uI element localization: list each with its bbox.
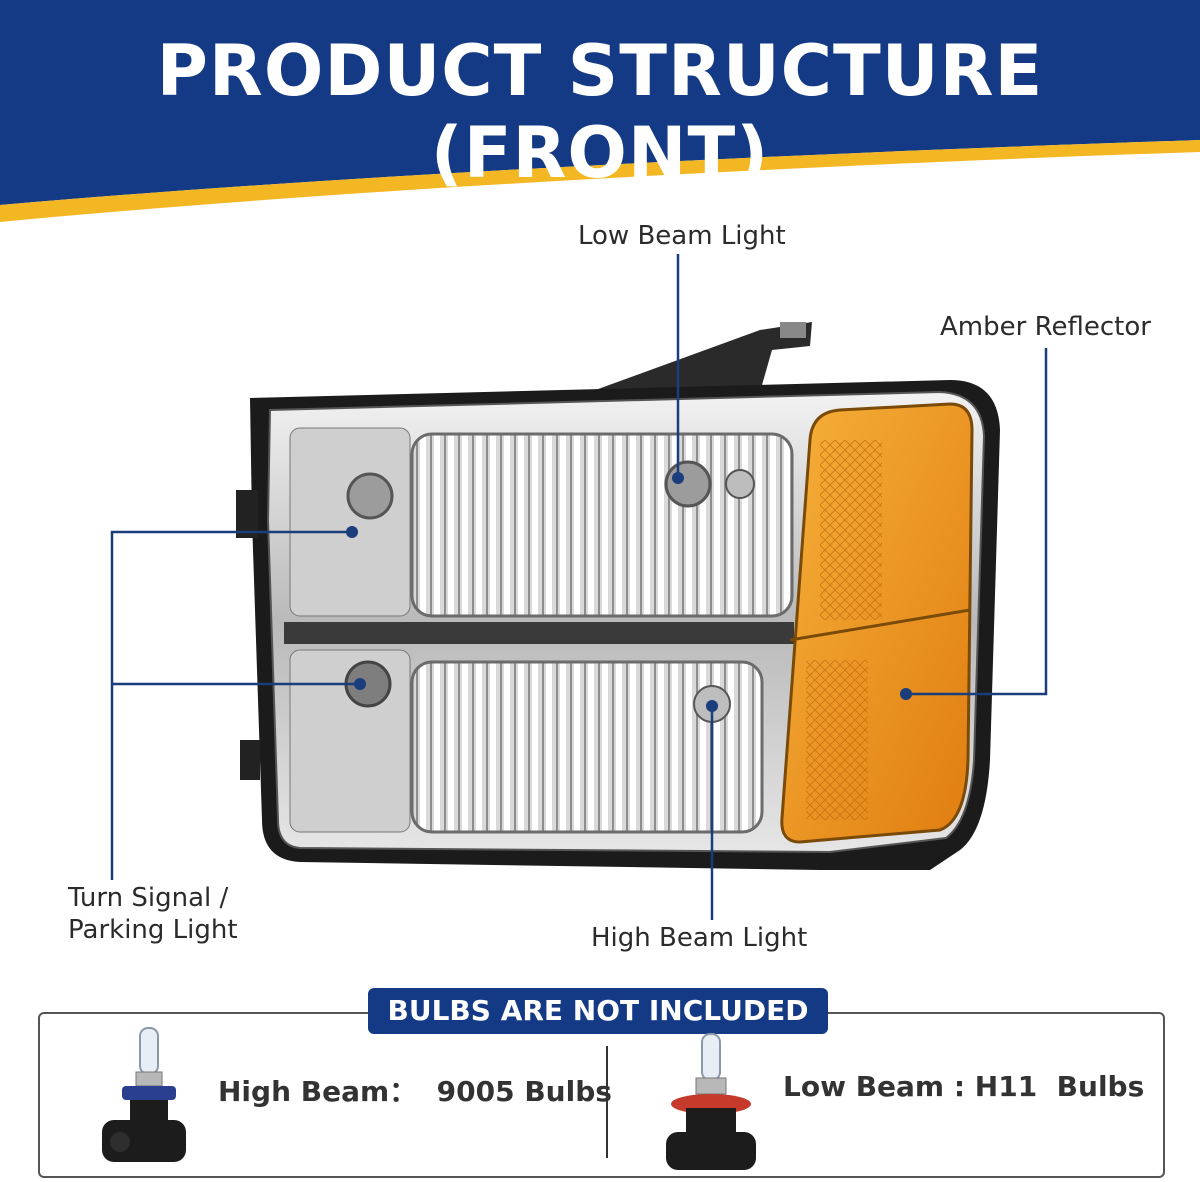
bulbs-info-box <box>38 1012 1165 1178</box>
high-beam-bulb-text: High Beam： 9005 Bulbs <box>218 1075 612 1108</box>
turn-signal-dot-lower <box>354 678 366 690</box>
turn-signal-dot-upper <box>346 526 358 538</box>
amber-reflector <box>780 402 974 844</box>
bulbs-not-included-header: BULBS ARE NOT INCLUDED <box>368 988 828 1034</box>
amber-reflector-leader-line <box>906 348 1048 696</box>
mounting-bracket <box>590 322 812 392</box>
turn-signal-label-line1: Turn Signal / <box>68 883 229 913</box>
high-beam-label: High Beam Light <box>591 923 808 953</box>
amber-reflector-label: Amber Reflector <box>940 312 1151 342</box>
bulbs-divider <box>606 1046 608 1158</box>
amber-reflector-dot <box>900 688 912 700</box>
callout-lines <box>110 254 1048 920</box>
turn-signal-label-line2: Parking Light <box>68 915 238 945</box>
low-beam-chamber <box>289 427 794 618</box>
callout-dots <box>346 472 912 712</box>
high-beam-chamber <box>289 649 764 834</box>
page-title: PRODUCT STRUCTURE (FRONT) <box>156 30 1044 194</box>
bulb-9005-icon <box>102 1027 186 1162</box>
low-beam-bulb-text: Low Beam : H11 Bulbs <box>783 1070 1145 1103</box>
bulb-h11-icon <box>666 1033 756 1170</box>
header-banner: PRODUCT STRUCTURE (FRONT) <box>0 0 1200 230</box>
turn-signal-leader-line-upper <box>110 530 352 880</box>
high-beam-dot <box>706 700 718 712</box>
banner-background <box>0 0 1200 222</box>
low-beam-label: Low Beam Light <box>578 221 786 251</box>
low-beam-dot <box>672 472 684 484</box>
